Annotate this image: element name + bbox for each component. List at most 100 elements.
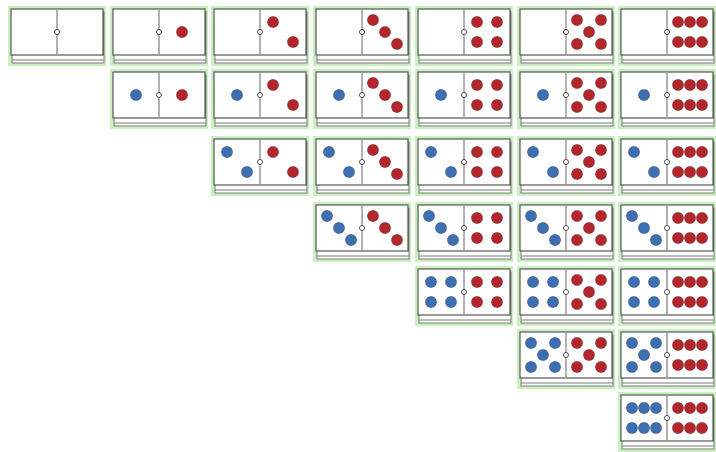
domino-graphic	[313, 6, 411, 66]
domino-tile-2-2	[211, 136, 309, 196]
right-pip	[379, 222, 390, 233]
left-pip	[525, 210, 536, 221]
right-pip	[696, 402, 707, 413]
domino-graphic	[618, 6, 716, 66]
right-pip	[571, 298, 582, 309]
right-pip	[391, 101, 402, 112]
domino-graphic	[517, 329, 615, 389]
domino-graphic	[618, 329, 716, 389]
domino-tile-1-4	[415, 69, 513, 129]
left-pip	[549, 361, 560, 372]
left-pip	[547, 296, 558, 307]
domino-tile-2-5	[517, 136, 615, 196]
domino-tile-3-6	[618, 202, 716, 262]
right-pip	[491, 16, 502, 27]
left-pip	[321, 210, 332, 221]
left-pip	[547, 276, 558, 287]
domino-graphic	[415, 202, 513, 262]
left-pip	[626, 337, 637, 348]
domino-graphic	[415, 266, 513, 326]
right-pip	[696, 212, 707, 223]
right-pip	[391, 38, 402, 49]
right-pip	[571, 361, 582, 372]
right-pip	[672, 16, 683, 27]
right-pip	[571, 77, 582, 88]
right-pip	[287, 166, 298, 177]
right-pip	[571, 38, 582, 49]
right-pip	[696, 79, 707, 90]
right-pip	[595, 337, 606, 348]
left-pip	[549, 337, 560, 348]
right-pip	[287, 99, 298, 110]
right-pip	[491, 296, 502, 307]
domino-tile-1-1	[110, 69, 208, 129]
right-pip	[696, 146, 707, 157]
center-pin-icon	[157, 30, 162, 35]
left-pip	[650, 337, 661, 348]
right-pip	[696, 276, 707, 287]
right-pip	[571, 210, 582, 221]
right-pip	[471, 146, 482, 157]
domino-graphic	[517, 6, 615, 66]
center-pin-icon	[360, 93, 365, 98]
right-pip	[696, 296, 707, 307]
left-pip	[626, 361, 637, 372]
right-pip	[684, 339, 695, 350]
domino-graphic	[618, 392, 716, 452]
right-pip	[571, 101, 582, 112]
right-pip	[696, 232, 707, 243]
center-pin-icon	[564, 290, 569, 295]
right-pip	[672, 79, 683, 90]
center-pin-icon	[462, 93, 467, 98]
domino-graphic	[110, 6, 208, 66]
left-pip	[525, 337, 536, 348]
domino-tile-0-6	[618, 6, 716, 66]
right-pip	[571, 168, 582, 179]
right-pip	[267, 146, 278, 157]
right-pip	[684, 36, 695, 47]
right-pip	[595, 101, 606, 112]
domino-graphic	[415, 136, 513, 196]
domino-graphic	[211, 6, 309, 66]
right-pip	[471, 36, 482, 47]
right-pip	[491, 212, 502, 223]
right-pip	[696, 339, 707, 350]
left-pip	[537, 222, 548, 233]
left-pip	[628, 276, 639, 287]
center-pin-icon	[462, 290, 467, 295]
right-pip	[267, 16, 278, 27]
right-pip	[571, 144, 582, 155]
left-pip	[547, 166, 558, 177]
domino-tile-5-6	[618, 329, 716, 389]
domino-tile-3-5	[517, 202, 615, 262]
left-pip	[425, 276, 436, 287]
right-pip	[491, 232, 502, 243]
domino-graphic	[517, 202, 615, 262]
right-pip	[379, 156, 390, 167]
left-pip	[435, 222, 446, 233]
center-pin-icon	[462, 30, 467, 35]
right-pip	[491, 146, 502, 157]
right-pip	[696, 36, 707, 47]
right-pip	[571, 14, 582, 25]
center-pin-icon	[360, 226, 365, 231]
left-pip	[650, 234, 661, 245]
right-pip	[684, 276, 695, 287]
center-pin-icon	[360, 30, 365, 35]
right-pip	[595, 298, 606, 309]
right-pip	[684, 79, 695, 90]
center-pin-icon	[462, 226, 467, 231]
center-pin-icon	[665, 226, 670, 231]
domino-graphic	[618, 202, 716, 262]
right-pip	[471, 212, 482, 223]
right-pip	[583, 156, 594, 167]
right-pip	[379, 89, 390, 100]
right-pip	[471, 232, 482, 243]
domino-tile-0-1	[110, 6, 208, 66]
right-pip	[391, 234, 402, 245]
right-pip	[571, 337, 582, 348]
domino-tile-3-4	[415, 202, 513, 262]
left-pip	[638, 402, 649, 413]
right-pip	[595, 361, 606, 372]
